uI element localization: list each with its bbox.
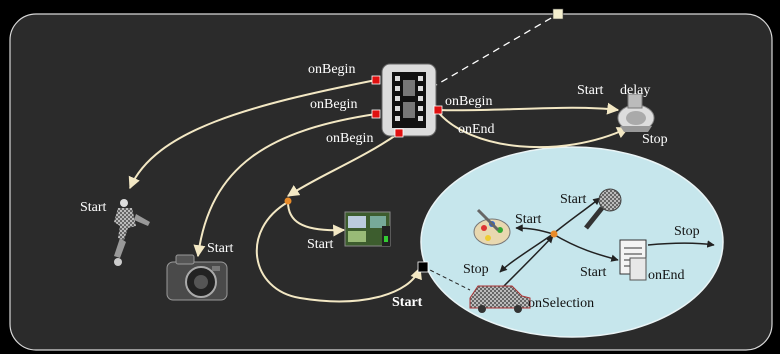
- arrow-film-to-soccer: [128, 79, 377, 190]
- soccer-node[interactable]: [114, 199, 150, 266]
- document-node[interactable]: [619, 239, 647, 281]
- port-onbegin-right[interactable]: [433, 105, 443, 115]
- palette-node[interactable]: [473, 208, 511, 246]
- label-speaker-start: Start: [577, 83, 604, 98]
- label-palette-start: Start: [515, 212, 542, 227]
- port-onbegin-1[interactable]: [371, 75, 381, 85]
- label-document-onend: onEnd: [648, 268, 685, 283]
- dashed-connector: [430, 13, 559, 89]
- label-document-start: Start: [580, 265, 607, 280]
- port-onbegin-2[interactable]: [371, 109, 381, 119]
- label-onbegin-right: onBegin: [445, 94, 492, 109]
- video-thumbnail-icon: [344, 211, 391, 247]
- magnifier-icon: [584, 188, 622, 230]
- magnifier-node[interactable]: [584, 188, 622, 230]
- arrow-branch-to-group: [255, 201, 422, 303]
- arrow-document-stop: [647, 240, 715, 248]
- group-start-port[interactable]: [417, 261, 429, 273]
- label-onbegin-1: onBegin: [308, 62, 355, 77]
- label-onbegin-3: onBegin: [326, 131, 373, 146]
- film-node[interactable]: [381, 63, 437, 137]
- arrow-branch-to-thumbnail: [287, 201, 346, 237]
- arrow-film-to-speaker-end: [437, 111, 630, 149]
- resize-handle[interactable]: [552, 8, 564, 20]
- branch-point: [284, 197, 292, 205]
- arrow-hub-to-document: [552, 233, 619, 262]
- label-group-start: Start: [392, 295, 423, 310]
- arrow-hub-to-palette: [515, 224, 554, 235]
- arrow-film-to-thumbnail: [286, 132, 400, 197]
- arrow-film-to-camera: [193, 113, 377, 258]
- label-onend: onEnd: [458, 122, 495, 137]
- label-car-onselection: onSelection: [528, 296, 594, 311]
- camera-icon: [166, 254, 228, 301]
- paint-palette-icon: [473, 208, 511, 246]
- arrow-hub-to-magnifier: [552, 197, 601, 235]
- label-document-stop: Stop: [674, 224, 700, 239]
- speaker-node[interactable]: [617, 93, 655, 132]
- car-icon: [469, 285, 531, 313]
- thumbnail-node[interactable]: [344, 211, 391, 247]
- label-camera-start: Start: [207, 241, 234, 256]
- arrow-car-to-hub: [499, 235, 554, 291]
- speaker-icon: [617, 93, 655, 132]
- film-reel-icon: [392, 72, 426, 128]
- event-arrows: [128, 79, 630, 303]
- label-speaker-delay: delay: [620, 83, 650, 98]
- label-onbegin-2: onBegin: [310, 97, 357, 112]
- dashed-group-link: [423, 266, 471, 291]
- soccer-player-icon: [114, 199, 150, 266]
- group-arrows: [499, 197, 715, 291]
- hub-point: [550, 230, 558, 238]
- label-magnifier-start: Start: [560, 192, 587, 207]
- label-speaker-stop: Stop: [642, 132, 668, 147]
- arrow-film-to-speaker-begin: [437, 102, 620, 115]
- port-onbegin-3[interactable]: [394, 128, 404, 138]
- label-thumbnail-start: Start: [307, 237, 334, 252]
- label-soccer-start: Start: [80, 200, 107, 215]
- label-palette-stop: Stop: [463, 262, 489, 277]
- car-node[interactable]: [469, 285, 531, 313]
- document-icon: [619, 239, 647, 281]
- camera-node[interactable]: [166, 254, 228, 301]
